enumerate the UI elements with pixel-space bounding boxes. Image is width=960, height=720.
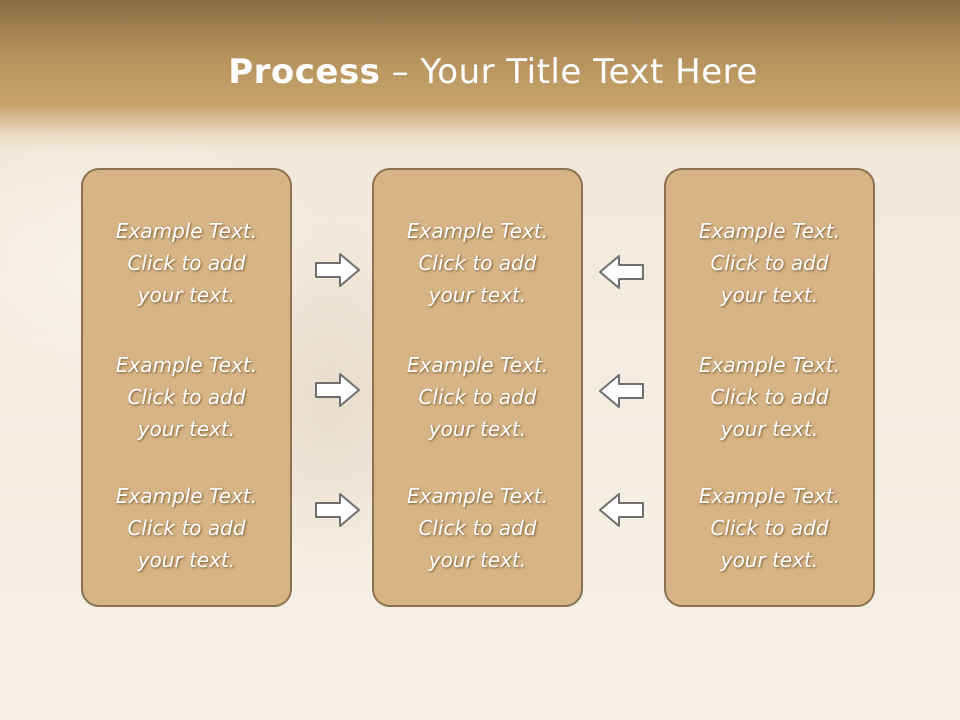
text-placeholder[interactable]: Example Text. Click to add your text. (115, 353, 258, 441)
arrow-right-icon (315, 253, 360, 287)
text-placeholder[interactable]: Example Text. Click to add your text. (406, 219, 549, 307)
arrow-right-icon (315, 493, 360, 527)
title-rest: – Your Title Text Here (380, 52, 758, 92)
title-banner (0, 0, 960, 150)
process-box-right[interactable]: Example Text. Click to add your text. Ex… (664, 168, 875, 607)
text-placeholder[interactable]: Example Text. Click to add your text. (406, 484, 549, 572)
arrow-left-icon (599, 493, 644, 527)
process-box-center[interactable]: Example Text. Click to add your text. Ex… (372, 168, 583, 607)
text-placeholder[interactable]: Example Text. Click to add your text. (698, 219, 841, 307)
slide-title[interactable]: Process – Your Title Text Here (0, 52, 960, 92)
arrow-right-icon (315, 373, 360, 407)
text-placeholder[interactable]: Example Text. Click to add your text. (115, 219, 258, 307)
arrow-left-icon (599, 374, 644, 408)
title-bold: Process (228, 52, 381, 92)
text-placeholder[interactable]: Example Text. Click to add your text. (698, 484, 841, 572)
text-placeholder[interactable]: Example Text. Click to add your text. (406, 353, 549, 441)
process-box-left[interactable]: Example Text. Click to add your text. Ex… (81, 168, 292, 607)
arrow-left-icon (599, 255, 644, 289)
text-placeholder[interactable]: Example Text. Click to add your text. (698, 353, 841, 441)
text-placeholder[interactable]: Example Text. Click to add your text. (115, 484, 258, 572)
